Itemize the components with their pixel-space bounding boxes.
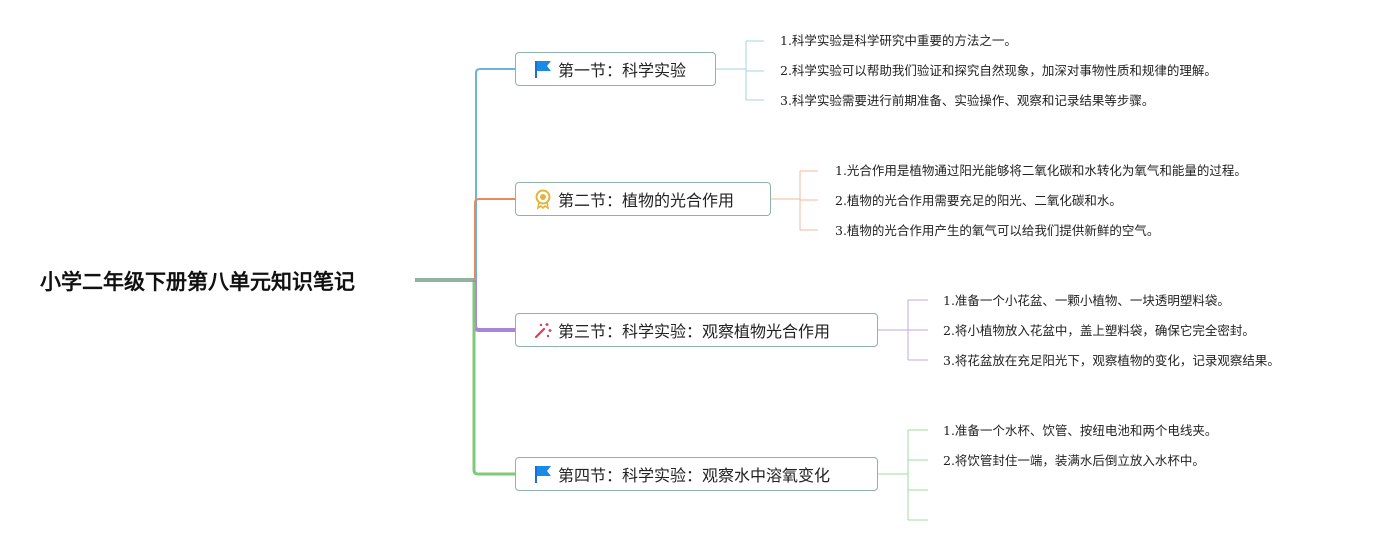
section-4-node[interactable]: 第四节：科学实验：观察水中溶氧变化 bbox=[515, 457, 878, 491]
award-ribbon-icon bbox=[532, 188, 554, 210]
section-3-item-3[interactable]: 3.将花盆放在充足阳光下，观察植物的变化，记录观察结果。 bbox=[943, 353, 1280, 368]
section-2-item-3[interactable]: 3.植物的光合作用产生的氧气可以给我们提供新鲜的空气。 bbox=[835, 223, 1160, 238]
section-3-item-1[interactable]: 1.准备一个小花盆、一颗小植物、一块透明塑料袋。 bbox=[943, 293, 1230, 308]
trunk-connector-4 bbox=[472, 282, 516, 476]
section-4-item-2[interactable]: 2.将饮管封住一端，装满水后倒立放入水杯中。 bbox=[943, 453, 1205, 468]
section-1-item-2[interactable]: 2.科学实验可以帮助我们验证和探究自然现象，加深对事物性质和规律的理解。 bbox=[780, 63, 1217, 78]
section-title: 第三节：科学实验：观察植物光合作用 bbox=[558, 322, 831, 341]
leaf-connector-3 bbox=[878, 299, 928, 361]
trunk-connector-3 bbox=[473, 280, 516, 332]
root-topic[interactable]: 小学二年级下册第八单元知识笔记 bbox=[40, 270, 355, 294]
leaf-connector-2 bbox=[771, 170, 818, 231]
section-3-node[interactable]: 第三节：科学实验：观察植物光合作用 bbox=[515, 313, 878, 347]
section-2-item-1[interactable]: 1.光合作用是植物通过阳光能够将二氧化碳和水转化为氧气和能量的过程。 bbox=[835, 163, 1247, 178]
blue-flag-icon bbox=[532, 58, 554, 80]
trunk-connector-1 bbox=[475, 68, 516, 280]
leaf-connector-1 bbox=[716, 40, 764, 101]
section-title: 第四节：科学实验：观察水中溶氧变化 bbox=[558, 466, 831, 485]
blue-flag-icon bbox=[532, 463, 554, 485]
section-1-item-3[interactable]: 3.科学实验需要进行前期准备、实验操作、观察和记录结果等步骤。 bbox=[780, 93, 1155, 108]
section-title: 第一节：科学实验 bbox=[558, 61, 687, 80]
section-title: 第二节：植物的光合作用 bbox=[558, 191, 735, 210]
section-1-item-1[interactable]: 1.科学实验是科学研究中重要的方法之一。 bbox=[780, 33, 1017, 48]
section-2-node[interactable]: 第二节：植物的光合作用 bbox=[515, 182, 771, 216]
magic-wand-icon bbox=[532, 319, 554, 341]
section-4-item-1[interactable]: 1.准备一个水杯、饮管、按纽电池和两个电线夹。 bbox=[943, 423, 1218, 438]
trunk-connector-2 bbox=[474, 198, 516, 280]
section-3-item-2[interactable]: 2.将小植物放入花盆中，盖上塑料袋，确保它完全密封。 bbox=[943, 323, 1255, 338]
section-2-item-2[interactable]: 2.植物的光合作用需要充足的阳光、二氧化碳和水。 bbox=[835, 193, 1122, 208]
section-1-node[interactable]: 第一节：科学实验 bbox=[515, 52, 716, 86]
leaf-connector-4 bbox=[878, 429, 928, 521]
